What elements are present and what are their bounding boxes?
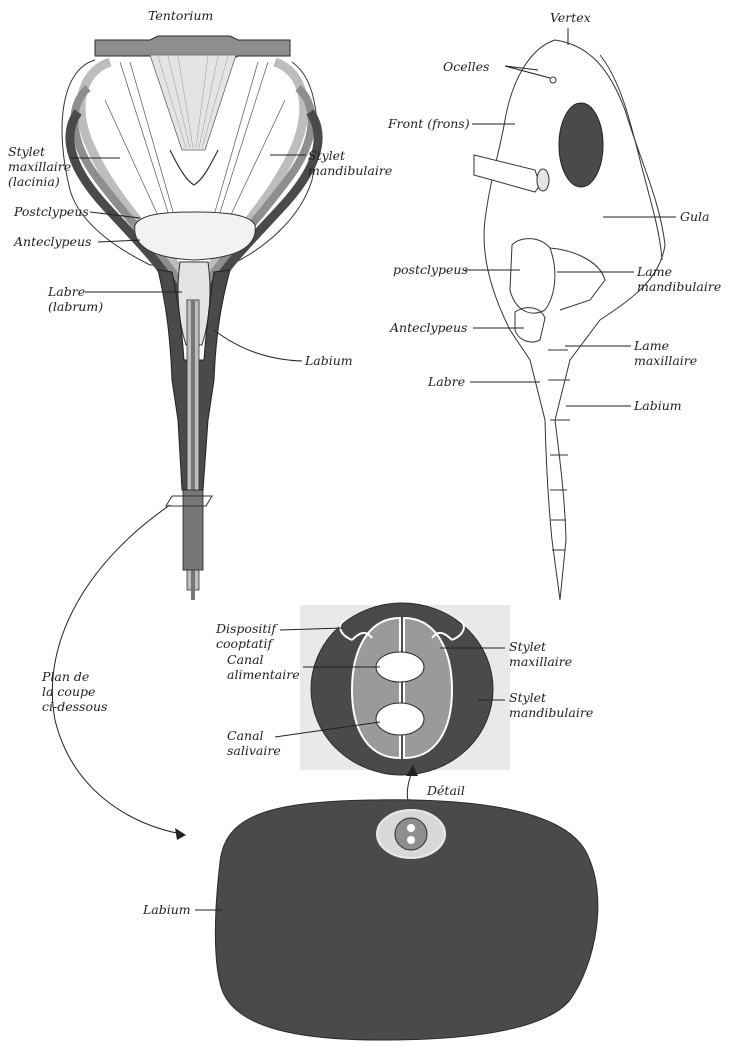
label-canal-salivaire: Canal salivaire	[227, 728, 281, 758]
label-canal-alimentaire: Canal alimentaire	[227, 652, 300, 682]
label-ocelles: Ocelles	[443, 59, 489, 74]
label-postclypeus-right: postclypeus	[393, 262, 468, 277]
central-y-structure	[170, 150, 218, 185]
label-stylet-mandibulaire-section: Stylet mandibulaire	[509, 690, 593, 720]
mandibular-stylet-ring	[311, 603, 493, 775]
label-dispositif: Dispositif cooptatif	[215, 621, 280, 651]
mini-salivary-canal	[407, 836, 415, 844]
label-vertex: Vertex	[550, 10, 591, 25]
label-postclypeus-left: Postclypeus	[13, 204, 89, 219]
leader-labium-left	[214, 330, 302, 361]
label-stylet-maxillaire: Stylet maxillaire (lacinia)	[8, 144, 75, 189]
left-head-view: Tentorium Stylet maxillaire (lacinia) St…	[8, 8, 392, 600]
mini-food-canal	[407, 824, 415, 832]
label-plan-coupe: Plan de la coupe ci-dessous	[41, 669, 107, 714]
stylet-bundle-miniature	[395, 818, 427, 850]
salivary-canal	[376, 703, 424, 735]
label-front: Front (frons)	[387, 116, 470, 131]
section-plane-arrowhead	[175, 828, 186, 840]
label-tentorium: Tentorium	[148, 8, 213, 23]
label-labre-left: Labre (labrum)	[47, 284, 103, 314]
label-detail: Détail	[426, 783, 465, 798]
stylet-cross-section-detail: Dispositif cooptatif Canal alimentaire C…	[215, 603, 593, 775]
label-anteclypeus-left: Anteclypeus	[13, 234, 91, 249]
label-labium-section: Labium	[142, 902, 191, 917]
label-lame-mandibulaire: Lame mandibulaire	[636, 264, 721, 294]
food-canal	[376, 652, 424, 682]
label-stylet-mandibulaire: Stylet mandibulaire	[308, 148, 392, 178]
right-head-view: Vertex Ocelles Front (frons) Gula postcl…	[387, 10, 721, 600]
tentorium-fan	[150, 55, 236, 150]
compound-eye	[559, 103, 603, 187]
label-labium-right: Labium	[633, 398, 682, 413]
antenna-base	[537, 169, 549, 191]
label-labre-right: Labre	[427, 374, 465, 389]
label-stylet-maxillaire-section: Stylet maxillaire	[509, 639, 572, 669]
label-anteclypeus-right: Anteclypeus	[389, 320, 467, 335]
labium-tip	[183, 490, 203, 570]
label-lame-maxillaire: Lame maxillaire	[633, 338, 697, 368]
label-labium-left: Labium	[304, 353, 353, 368]
labium-cross-section: Labium	[142, 800, 598, 1040]
ocelle	[550, 77, 556, 83]
label-gula: Gula	[680, 209, 710, 224]
